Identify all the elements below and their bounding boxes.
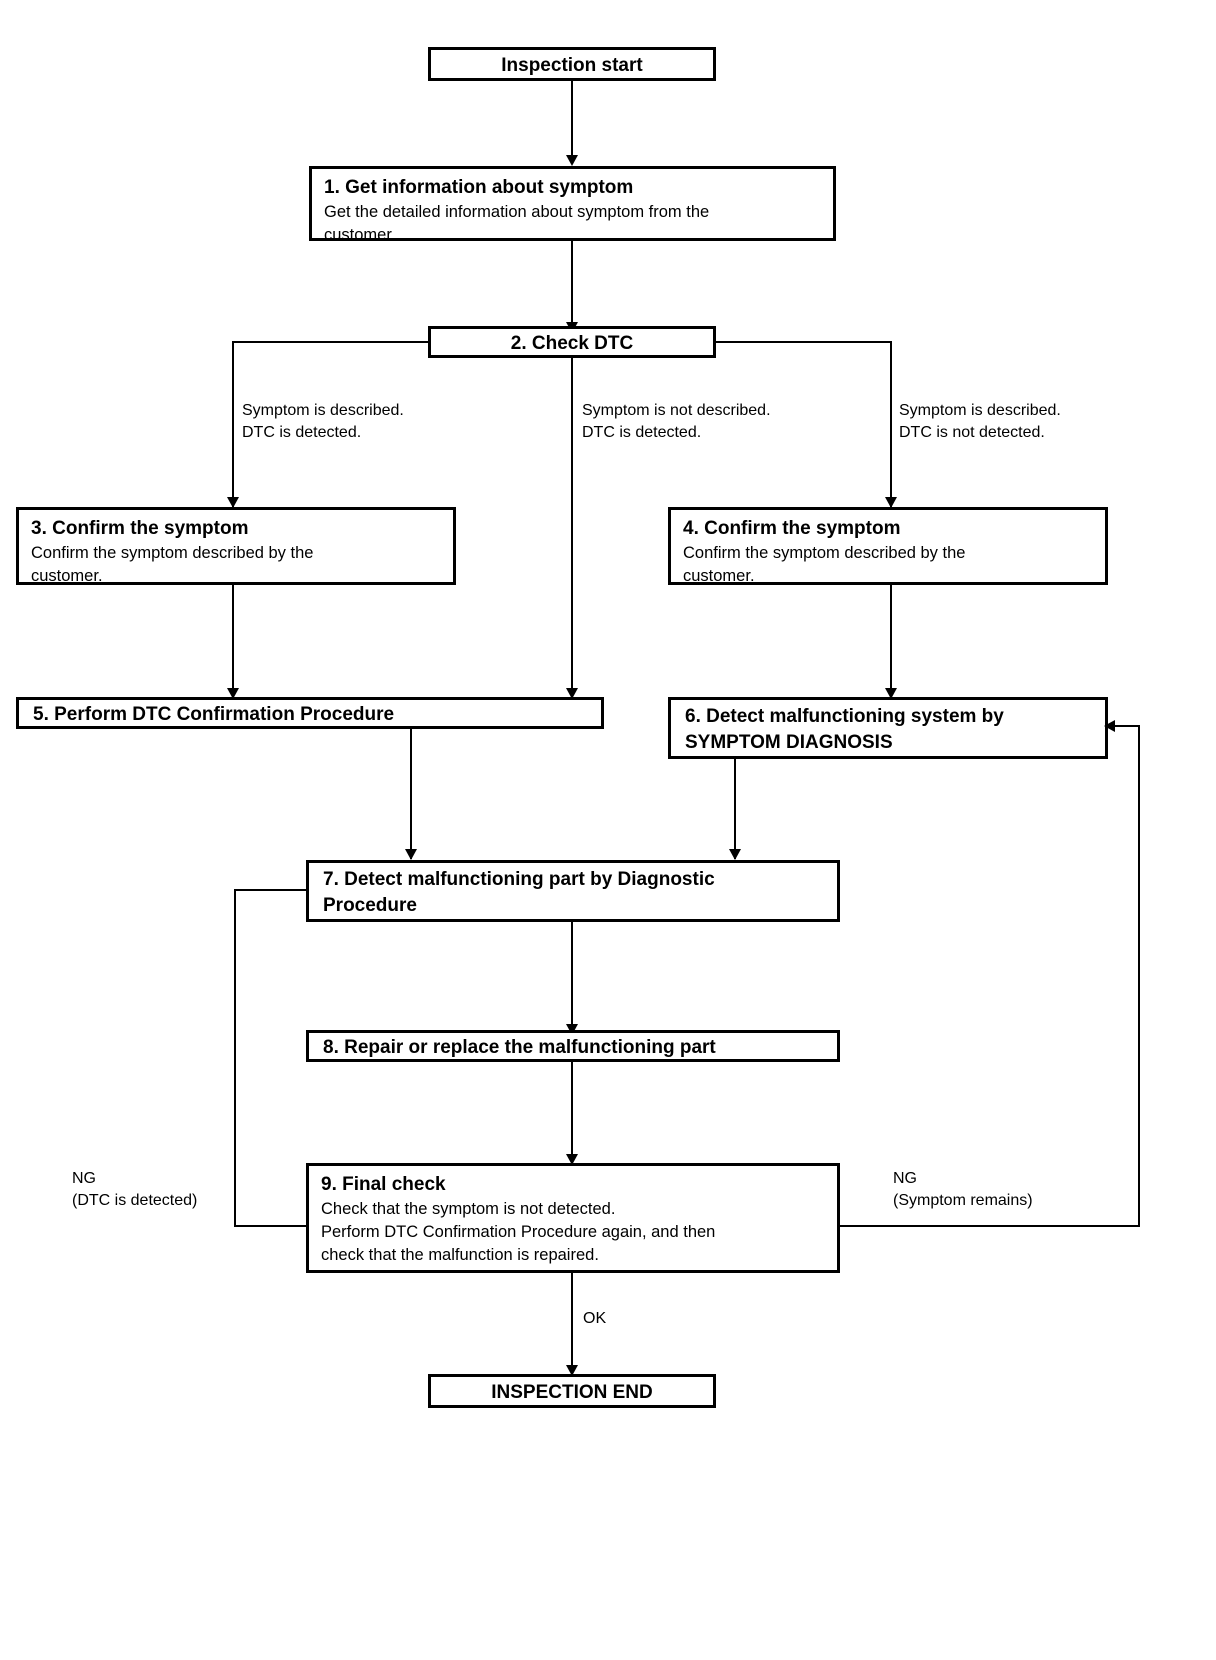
arrowhead-step5-to-step7 (405, 849, 417, 860)
edge-branch-right (890, 341, 892, 507)
edge-step7-to-step8 (571, 922, 573, 1034)
node-step6: 6. Detect malfunctioning system by SYMPT… (668, 697, 1108, 759)
node-step7-title: 7. Detect malfunctioning part by Diagnos… (323, 869, 715, 916)
edge-ng-right-vertical (1138, 725, 1140, 1227)
edge-label-branch-left: Symptom is described. DTC is detected. (242, 402, 404, 441)
node-step2-title: 2. Check DTC (510, 333, 634, 354)
node-inspection-end: INSPECTION END (428, 1374, 716, 1408)
node-step5-title: 5. Perform DTC Confirmation Procedure (33, 704, 395, 725)
edge-ng-right-horizontal (840, 1225, 1140, 1227)
arrowhead-branch-right (885, 497, 897, 508)
arrowhead-ng-right-into-step6 (1104, 720, 1115, 732)
node-step8-title: 8. Repair or replace the malfunctioning … (323, 1037, 716, 1058)
node-step9: 9. Final check Check that the symptom is… (306, 1163, 840, 1273)
edge-branch-left (232, 341, 234, 507)
arrowhead-step4-to-step6 (885, 688, 897, 699)
node-step4-title: 4. Confirm the symptom (683, 518, 901, 539)
edge-ng-left-into-step7 (234, 889, 306, 891)
edge-step2-branch-bus-right (714, 341, 892, 343)
edge-ng-left-horizontal (234, 1225, 308, 1227)
node-step3: 3. Confirm the symptom Confirm the sympt… (16, 507, 456, 585)
edge-step2-branch-bus-left (232, 341, 430, 343)
arrowhead-branch-middle (566, 688, 578, 699)
edge-step5-to-step7 (410, 729, 412, 859)
arrowhead-branch-left (227, 497, 239, 508)
node-step6-title: 6. Detect malfunctioning system by SYMPT… (685, 706, 1004, 753)
arrowhead-step6-to-step7 (729, 849, 741, 860)
node-step7: 7. Detect malfunctioning part by Diagnos… (306, 860, 840, 922)
node-step3-title: 3. Confirm the symptom (31, 518, 249, 539)
edge-step6-to-step7 (734, 759, 736, 859)
node-step2: 2. Check DTC (428, 326, 716, 358)
node-step8: 8. Repair or replace the malfunctioning … (306, 1030, 840, 1062)
arrowhead-step3-to-step5 (227, 688, 239, 699)
node-step9-body: Check that the symptom is not detected. … (321, 1200, 716, 1264)
node-step4-body: Confirm the symptom described by the cus… (683, 544, 966, 585)
edge-step8-to-step9 (571, 1062, 573, 1164)
edge-label-ng-right: NG (Symptom remains) (893, 1170, 1033, 1209)
arrowhead-step8-to-step9 (566, 1154, 578, 1165)
node-inspection-start: Inspection start (428, 47, 716, 81)
edge-label-ng-left: NG (DTC is detected) (72, 1170, 198, 1209)
node-step1: 1. Get information about symptom Get the… (309, 166, 836, 244)
node-step3-body: Confirm the symptom described by the cus… (31, 544, 314, 585)
node-step9-title: 9. Final check (321, 1174, 446, 1195)
edge-label-branch-middle: Symptom is not described. DTC is detecte… (582, 402, 771, 441)
node-inspection-end-title: INSPECTION END (491, 1382, 653, 1403)
arrowhead-step7-to-step8 (566, 1024, 578, 1035)
node-step1-title: 1. Get information about symptom (324, 177, 634, 198)
arrowhead-start-to-step1 (566, 155, 578, 166)
edge-step3-to-step5 (232, 585, 234, 698)
node-step1-body: Get the detailed information about sympt… (324, 203, 710, 244)
edge-label-ok: OK (583, 1310, 607, 1327)
edge-ng-right-into-step6 (1112, 725, 1140, 727)
arrowhead-step9-to-end (566, 1365, 578, 1376)
edge-start-to-step1 (571, 81, 573, 159)
edge-branch-middle (571, 358, 573, 698)
node-step5: 5. Perform DTC Confirmation Procedure (16, 697, 604, 729)
edge-ng-left-vertical (234, 889, 236, 1227)
edge-step1-to-step2 (571, 241, 573, 327)
node-inspection-start-title: Inspection start (501, 55, 643, 76)
edge-step4-to-step6 (890, 585, 892, 698)
edge-label-branch-right: Symptom is described. DTC is not detecte… (899, 402, 1061, 441)
node-step4: 4. Confirm the symptom Confirm the sympt… (668, 507, 1108, 585)
edge-step9-to-end (571, 1273, 573, 1375)
